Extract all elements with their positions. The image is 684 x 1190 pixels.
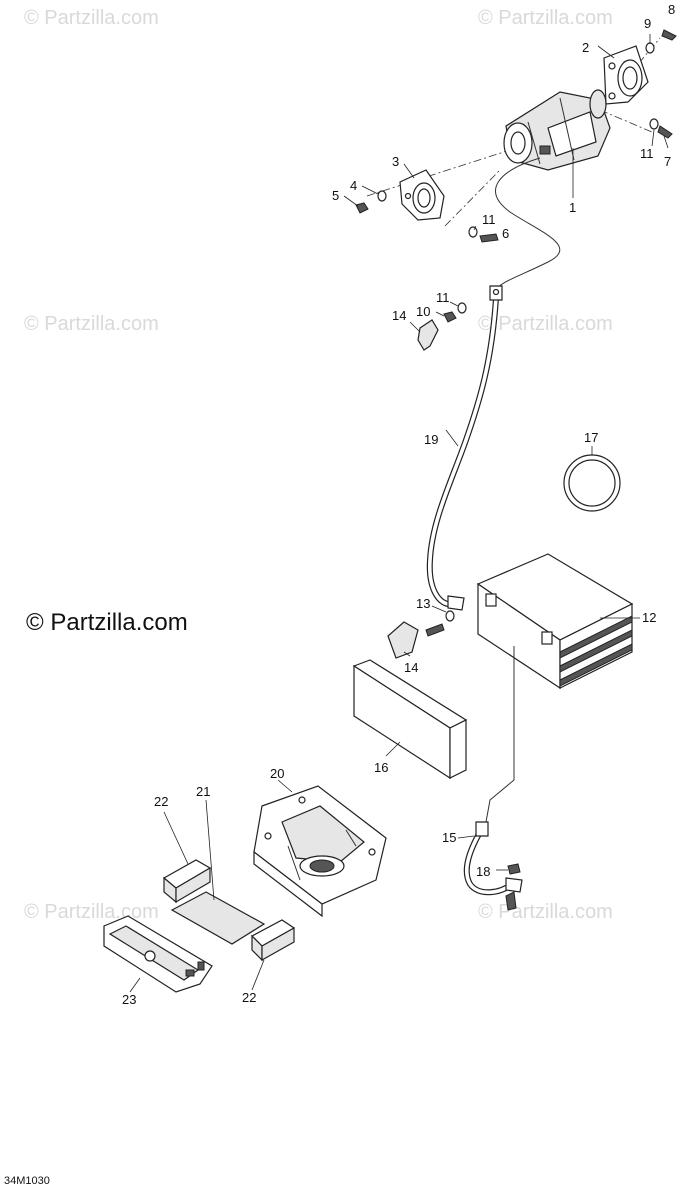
callout-12: 12 <box>642 610 656 625</box>
washer-11-cable <box>457 302 467 314</box>
terminal-boot-14-upper <box>417 319 439 351</box>
watermark-top-left: © Partzilla.com <box>24 7 159 29</box>
nut-5 <box>355 202 369 214</box>
leader-14-lower <box>403 651 411 657</box>
axis-line-right-bolt <box>599 109 653 133</box>
negative-cable-15 <box>463 821 523 896</box>
callout-22-upper: 22 <box>154 794 168 809</box>
starter-front-bracket <box>399 169 445 221</box>
bolt-8 <box>661 29 677 41</box>
callout-17: 17 <box>584 430 598 445</box>
callout-8: 8 <box>668 2 675 17</box>
watermark-top-right: © Partzilla.com <box>478 7 613 29</box>
starter-feed-wire <box>495 157 561 291</box>
leader-2 <box>597 45 615 59</box>
callout-9: 9 <box>644 16 651 31</box>
diagram-code: 34M1030 <box>4 1175 50 1187</box>
callout-6: 6 <box>502 226 509 241</box>
callout-19: 19 <box>424 432 438 447</box>
callout-4: 4 <box>350 178 357 193</box>
leader-23 <box>129 977 141 993</box>
callout-1: 1 <box>569 200 576 215</box>
watermark-main: © Partzilla.com <box>26 609 188 636</box>
bolt-13 <box>425 623 445 637</box>
watermark-mid-right: © Partzilla.com <box>478 313 613 335</box>
leader-7 <box>663 135 669 149</box>
leader-3 <box>403 163 415 179</box>
leader-15 <box>457 835 475 839</box>
terminal-boot-14-lower <box>387 621 419 659</box>
callout-22-lower: 22 <box>242 990 256 1005</box>
battery-tray-20 <box>253 785 387 918</box>
starter-rear-bracket <box>603 45 649 105</box>
leader-16 <box>385 741 401 757</box>
callout-3: 3 <box>392 154 399 169</box>
callout-11-right: 11 <box>640 146 654 161</box>
leader-19 <box>445 429 459 447</box>
callout-7: 7 <box>664 154 671 169</box>
callout-18: 18 <box>476 864 490 879</box>
callout-10: 10 <box>416 304 430 319</box>
leader-10 <box>435 311 445 317</box>
bolt-6 <box>479 233 499 243</box>
axis-line-lower-bolt <box>444 169 501 227</box>
callout-2: 2 <box>582 40 589 55</box>
battery-pad-16 <box>352 659 468 780</box>
nut-18 <box>507 863 521 875</box>
bolt-18 <box>505 891 517 911</box>
callout-11-lower: 11 <box>482 212 496 227</box>
callout-13: 13 <box>416 596 430 611</box>
washer-4 <box>377 190 387 202</box>
o-ring-17 <box>563 454 621 512</box>
positive-cable-19 <box>426 285 503 611</box>
washer-11-right <box>649 118 659 130</box>
pad-22-left <box>162 859 212 904</box>
washer-11-lower <box>468 226 478 238</box>
callout-21: 21 <box>196 784 210 799</box>
nut-10 <box>443 311 457 323</box>
battery-12 <box>476 553 634 690</box>
starter-motor <box>503 89 611 171</box>
sheet-21 <box>170 891 266 945</box>
pad-22-right <box>251 919 296 962</box>
watermark-bottom-left: © Partzilla.com <box>24 901 159 923</box>
leader-11-lower <box>473 225 477 231</box>
watermark-bottom-right: © Partzilla.com <box>478 901 613 923</box>
bolt-7 <box>657 125 673 139</box>
callout-14-lower: 14 <box>404 660 418 675</box>
leader-14-upper <box>409 321 421 333</box>
axis-line-left-bracket <box>366 149 511 197</box>
leader-11-cable <box>449 301 459 307</box>
watermark-mid-left: © Partzilla.com <box>24 313 159 335</box>
leader-11-right <box>651 129 655 147</box>
leader-5 <box>343 195 359 207</box>
callout-16: 16 <box>374 760 388 775</box>
leader-22-lower <box>251 959 265 991</box>
callout-15: 15 <box>442 830 456 845</box>
leader-21 <box>205 799 215 901</box>
leader-20 <box>277 779 293 793</box>
callout-23: 23 <box>122 992 136 1007</box>
ground-wire-path <box>485 646 515 823</box>
washer-9 <box>645 42 655 54</box>
callout-20: 20 <box>270 766 284 781</box>
leader-13 <box>431 605 447 613</box>
callout-5: 5 <box>332 188 339 203</box>
callout-14-upper: 14 <box>392 308 406 323</box>
callout-11-cable: 11 <box>436 290 450 305</box>
leader-4 <box>361 185 379 195</box>
battery-cover-23 <box>103 915 213 993</box>
leader-22-upper <box>163 811 189 865</box>
washer-13 <box>445 610 455 622</box>
